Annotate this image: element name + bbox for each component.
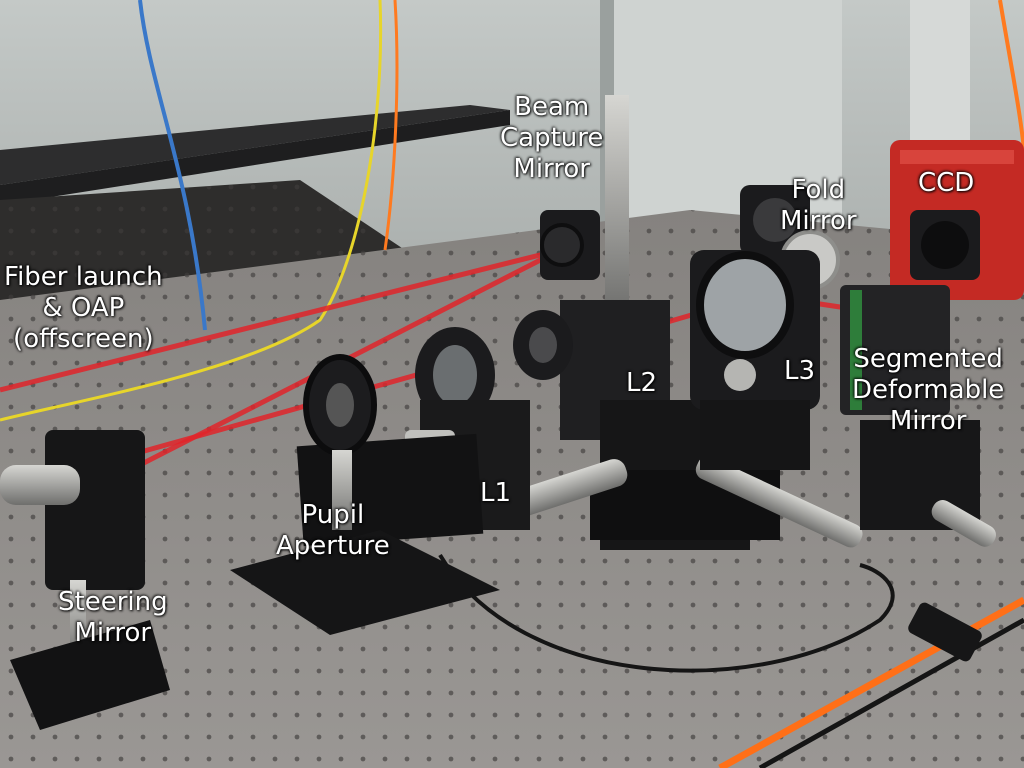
pupil-aperture-assembly [230, 354, 500, 635]
label-line: Beam [514, 92, 590, 122]
label-line: Capture [500, 123, 604, 153]
label-line: & OAP [42, 293, 125, 323]
label-pupil-aperture: Pupil Aperture [276, 500, 390, 562]
back-table [0, 105, 510, 185]
label-line: (offscreen) [13, 324, 154, 354]
label-line: Steering [58, 587, 168, 617]
label-line: Fold [791, 175, 846, 205]
label-line: Deformable [852, 375, 1005, 405]
l3-lens-assembly [690, 250, 820, 470]
label-ccd: CCD [918, 168, 974, 199]
label-line: Aperture [276, 531, 390, 561]
steering-mirror-assembly [0, 430, 170, 730]
label-line: Mirror [74, 618, 152, 648]
black-cable [438, 553, 895, 673]
label-line: Mirror [780, 206, 857, 236]
label-line: Pupil [301, 500, 365, 530]
fiber-cable [998, 0, 1024, 151]
label-line: Fiber launch [4, 262, 163, 292]
label-l3: L3 [784, 356, 815, 387]
label-line: Mirror [889, 406, 967, 436]
ccd-camera [890, 140, 1024, 300]
table-clamp [908, 602, 982, 662]
label-fold-mirror: Fold Mirror [780, 175, 857, 237]
label-line: L2 [626, 368, 658, 398]
label-beam-capture-mirror: Beam Capture Mirror [500, 92, 603, 185]
label-steering-mirror: Steering Mirror [58, 587, 168, 649]
label-line: L1 [480, 478, 512, 508]
label-line: Mirror [513, 154, 590, 184]
orange-cable [383, 0, 399, 251]
segmented-deformable-mirror [840, 285, 996, 547]
label-line: L3 [784, 356, 816, 386]
label-segmented-deformable-mirror: Segmented Deformable Mirror [852, 344, 1004, 437]
beam-capture-mirror-mount [540, 95, 629, 315]
blue-cable [138, 0, 207, 331]
yellow-cable [0, 0, 383, 422]
label-line: CCD [918, 168, 975, 198]
label-fiber-launch: Fiber launch & OAP (offscreen) [4, 262, 163, 355]
label-l1: L1 [480, 478, 511, 509]
label-l2: L2 [626, 368, 657, 399]
label-line: Segmented [853, 344, 1003, 374]
black-fiber-front [758, 617, 1024, 768]
